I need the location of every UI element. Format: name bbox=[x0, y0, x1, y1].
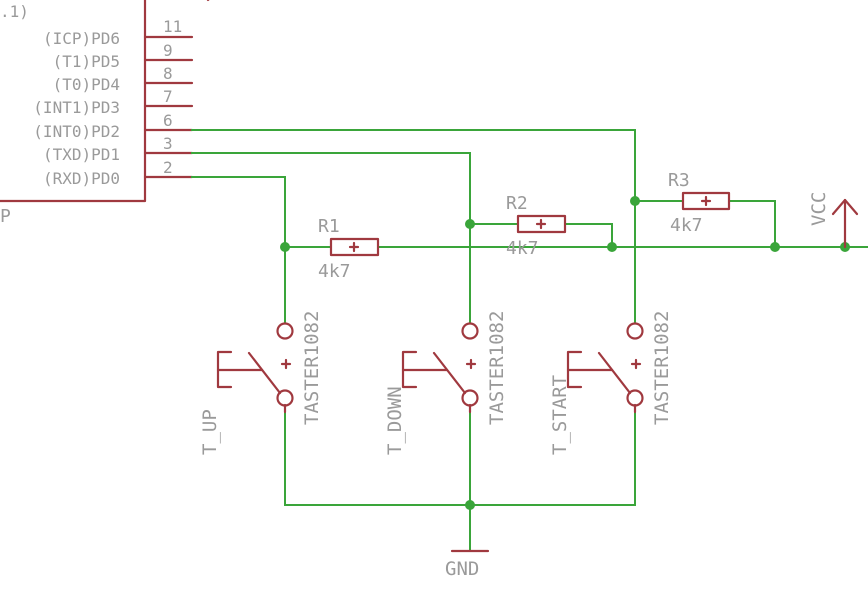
net-r3-to-vcc bbox=[634, 200, 776, 248]
pin-label-pd1: (TXD)PD1 bbox=[43, 145, 120, 164]
pin-number-pd2: 6 bbox=[163, 111, 173, 130]
mcu-symbol: .1) P (ICP)PD6 (T1)PD5 (T0)PD4 (INT1)PD3… bbox=[0, 0, 210, 227]
pin-number-pd6: 11 bbox=[163, 17, 182, 36]
pin-number-pd4: 8 bbox=[163, 64, 173, 83]
r1-name-label: R1 bbox=[318, 216, 340, 237]
t-down-pushbutton bbox=[401, 350, 418, 389]
pin-number-pd5: 9 bbox=[163, 41, 173, 60]
net-pd0 bbox=[191, 176, 286, 323]
switch-t-down[interactable]: T_DOWN TASTER1082 bbox=[384, 311, 508, 455]
r3-value-label: 4k7 bbox=[670, 215, 703, 236]
junctions bbox=[280, 196, 850, 510]
junction-dot bbox=[280, 242, 290, 252]
t-up-top-terminal bbox=[276, 322, 294, 340]
t-up-pushbutton bbox=[216, 350, 233, 389]
pin-label-pd4: (T0)PD4 bbox=[53, 75, 120, 94]
vcc-arrow-icon bbox=[831, 198, 859, 216]
junction-dot bbox=[630, 196, 640, 206]
pin-label-pd5: (T1)PD5 bbox=[53, 52, 120, 71]
resistor-r3[interactable]: R3 4k7 bbox=[668, 170, 731, 236]
switch-t-start[interactable]: T_START TASTER1082 bbox=[549, 311, 673, 455]
junction-dot bbox=[607, 242, 617, 252]
pin-label-pd6: (ICP)PD6 bbox=[43, 29, 120, 48]
switch-t-up[interactable]: T_UP TASTER1082 bbox=[199, 311, 323, 455]
t-start-pushbutton bbox=[566, 350, 583, 389]
pin-number-pd3: 7 bbox=[163, 87, 173, 106]
t-start-top-terminal bbox=[626, 322, 644, 340]
net-gnd-bus bbox=[284, 411, 636, 506]
t-down-value-label: TASTER1082 bbox=[486, 311, 508, 425]
t-start-name-label: T_START bbox=[549, 375, 571, 455]
pin-number-pd0: 2 bbox=[163, 158, 173, 177]
t-start-lever bbox=[597, 351, 632, 395]
pin-label-pd2: (INT0)PD2 bbox=[33, 122, 120, 141]
t-down-lever bbox=[432, 351, 467, 395]
t-up-name-label: T_UP bbox=[199, 409, 221, 455]
r3-name-label: R3 bbox=[668, 170, 690, 191]
t-down-top-terminal bbox=[461, 322, 479, 340]
t-start-value-label: TASTER1082 bbox=[651, 311, 673, 425]
junction-dot bbox=[465, 219, 475, 229]
junction-dot bbox=[465, 500, 475, 510]
pin-number-pd1: 3 bbox=[163, 134, 173, 153]
nets bbox=[191, 129, 868, 551]
mcu-body-outline bbox=[0, 0, 147, 203]
resistor-r1[interactable]: R1 4k7 bbox=[318, 216, 380, 282]
mcu-partial-top-text: .1) bbox=[0, 2, 29, 21]
net-pd1 bbox=[191, 152, 471, 323]
resistor-r2[interactable]: R2 4k7 bbox=[506, 193, 567, 259]
t-up-lever bbox=[247, 351, 282, 395]
pin-label-pd0: (RXD)PD0 bbox=[43, 169, 120, 188]
gnd-symbol[interactable]: GND bbox=[445, 549, 490, 580]
vcc-label: VCC bbox=[808, 192, 830, 226]
mcu-partial-left-text: P bbox=[0, 206, 11, 227]
t-down-name-label: T_DOWN bbox=[384, 386, 406, 455]
net-pd2 bbox=[191, 129, 636, 323]
r2-name-label: R2 bbox=[506, 193, 528, 214]
gnd-label: GND bbox=[445, 558, 479, 580]
pin-label-pd3: (INT1)PD3 bbox=[33, 98, 120, 117]
r2-value-label: 4k7 bbox=[506, 238, 539, 259]
t-up-value-label: TASTER1082 bbox=[301, 311, 323, 425]
vcc-symbol[interactable]: VCC bbox=[808, 192, 859, 249]
r1-value-label: 4k7 bbox=[318, 261, 351, 282]
junction-dot bbox=[770, 242, 780, 252]
